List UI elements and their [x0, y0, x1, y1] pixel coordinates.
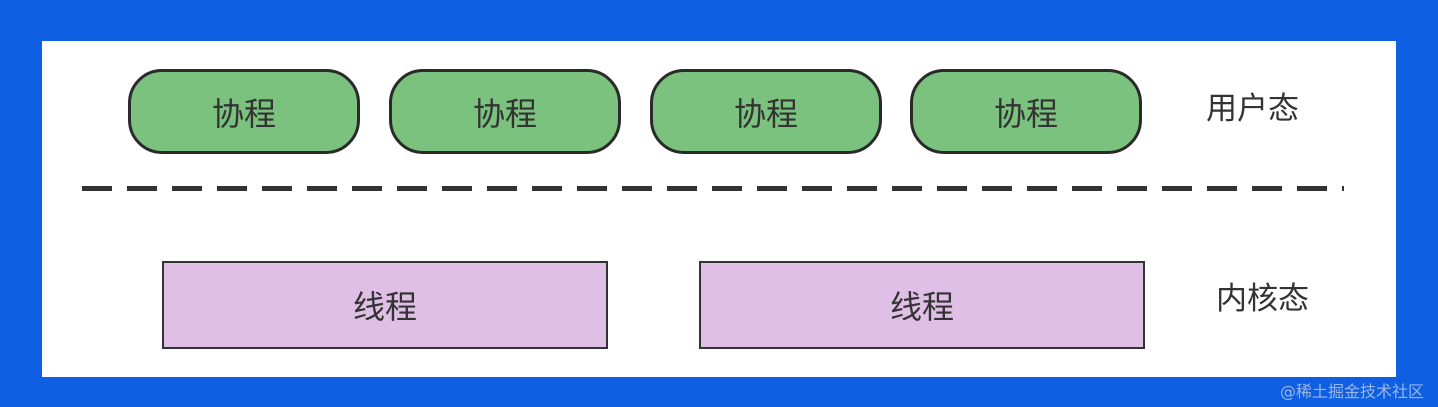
space-divider-line: [82, 186, 1344, 191]
coroutine-box-4: 协程: [910, 69, 1142, 154]
thread-box-2: 线程: [699, 261, 1145, 349]
coroutine-box-2: 协程: [389, 69, 621, 154]
user-space-label: 用户态: [1206, 91, 1299, 127]
coroutine-label: 协程: [211, 94, 276, 133]
kernel-space-label: 内核态: [1216, 281, 1309, 317]
coroutine-box-3: 协程: [650, 69, 882, 154]
watermark: @稀土掘金技术社区: [1279, 382, 1424, 401]
coroutine-box-1: 协程: [128, 69, 360, 154]
coroutine-label: 协程: [472, 94, 537, 133]
thread-label: 线程: [352, 288, 417, 326]
thread-box-1: 线程: [162, 261, 608, 349]
coroutine-label: 协程: [993, 94, 1058, 133]
coroutine-label: 协程: [733, 94, 798, 133]
thread-label: 线程: [889, 288, 954, 326]
